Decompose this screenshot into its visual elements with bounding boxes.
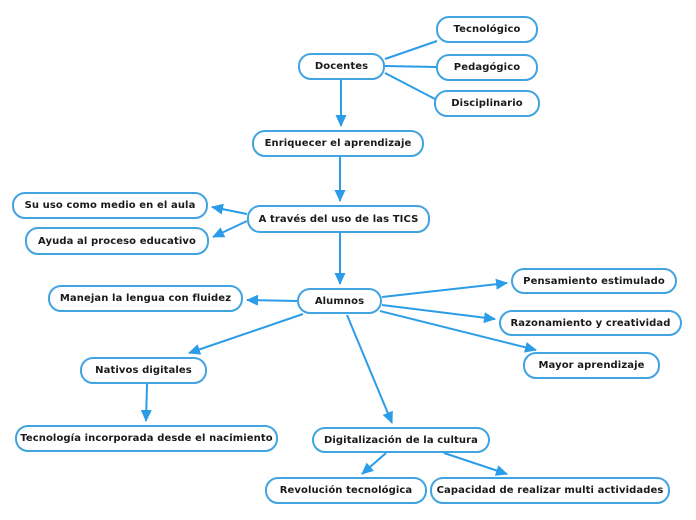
node-su-uso[interactable]: Su uso como medio en el aula xyxy=(12,192,208,219)
edge-alumnos-nativos xyxy=(188,313,304,355)
edge-docentes-tecnologico xyxy=(384,40,438,60)
edge-alumnos-mayor xyxy=(379,310,537,353)
node-revolucion[interactable]: Revolución tecnológica xyxy=(265,477,427,504)
node-razonamiento[interactable]: Razonamiento y creatividad xyxy=(499,310,682,336)
node-alumnos[interactable]: Alumnos xyxy=(297,288,382,314)
node-atraves[interactable]: A través del uso de las TICS xyxy=(247,205,430,233)
edge-atraves-su-uso xyxy=(211,203,248,215)
edge-docentes-pedagogico xyxy=(384,65,437,68)
node-docentes[interactable]: Docentes xyxy=(298,53,385,80)
edge-digitalizacion-capacidad xyxy=(443,452,508,476)
node-tecnologico[interactable]: Tecnológico xyxy=(436,16,538,43)
edge-nativos-tecnologia xyxy=(140,383,152,422)
edge-digitalizacion-revolucion xyxy=(361,452,387,475)
edge-alumnos-pensamiento xyxy=(381,278,508,298)
node-capacidad[interactable]: Capacidad de realizar multi actividades xyxy=(430,477,670,504)
node-manejan[interactable]: Manejan la lengua con fluidez xyxy=(48,285,243,312)
edge-docentes-disciplinario xyxy=(384,72,436,100)
edge-alumnos-digitalizacion xyxy=(346,314,393,424)
edge-alumnos-manejan xyxy=(246,294,298,306)
node-disciplinario[interactable]: Disciplinario xyxy=(434,90,540,117)
node-digitalizacion[interactable]: Digitalización de la cultura xyxy=(312,427,490,453)
node-nativos[interactable]: Nativos digitales xyxy=(80,357,207,384)
node-pensamiento[interactable]: Pensamiento estimulado xyxy=(511,268,677,294)
edge-alumnos-razonamiento xyxy=(381,304,496,324)
edge-atraves-ayuda xyxy=(212,220,248,238)
node-pedagogico[interactable]: Pedagógico xyxy=(436,54,538,81)
node-mayor[interactable]: Mayor aprendizaje xyxy=(523,352,660,379)
node-enriquecer[interactable]: Enriquecer el aprendizaje xyxy=(252,130,424,157)
node-ayuda[interactable]: Ayuda al proceso educativo xyxy=(25,227,209,255)
node-tecnologia[interactable]: Tecnología incorporada desde el nacimien… xyxy=(15,425,278,452)
